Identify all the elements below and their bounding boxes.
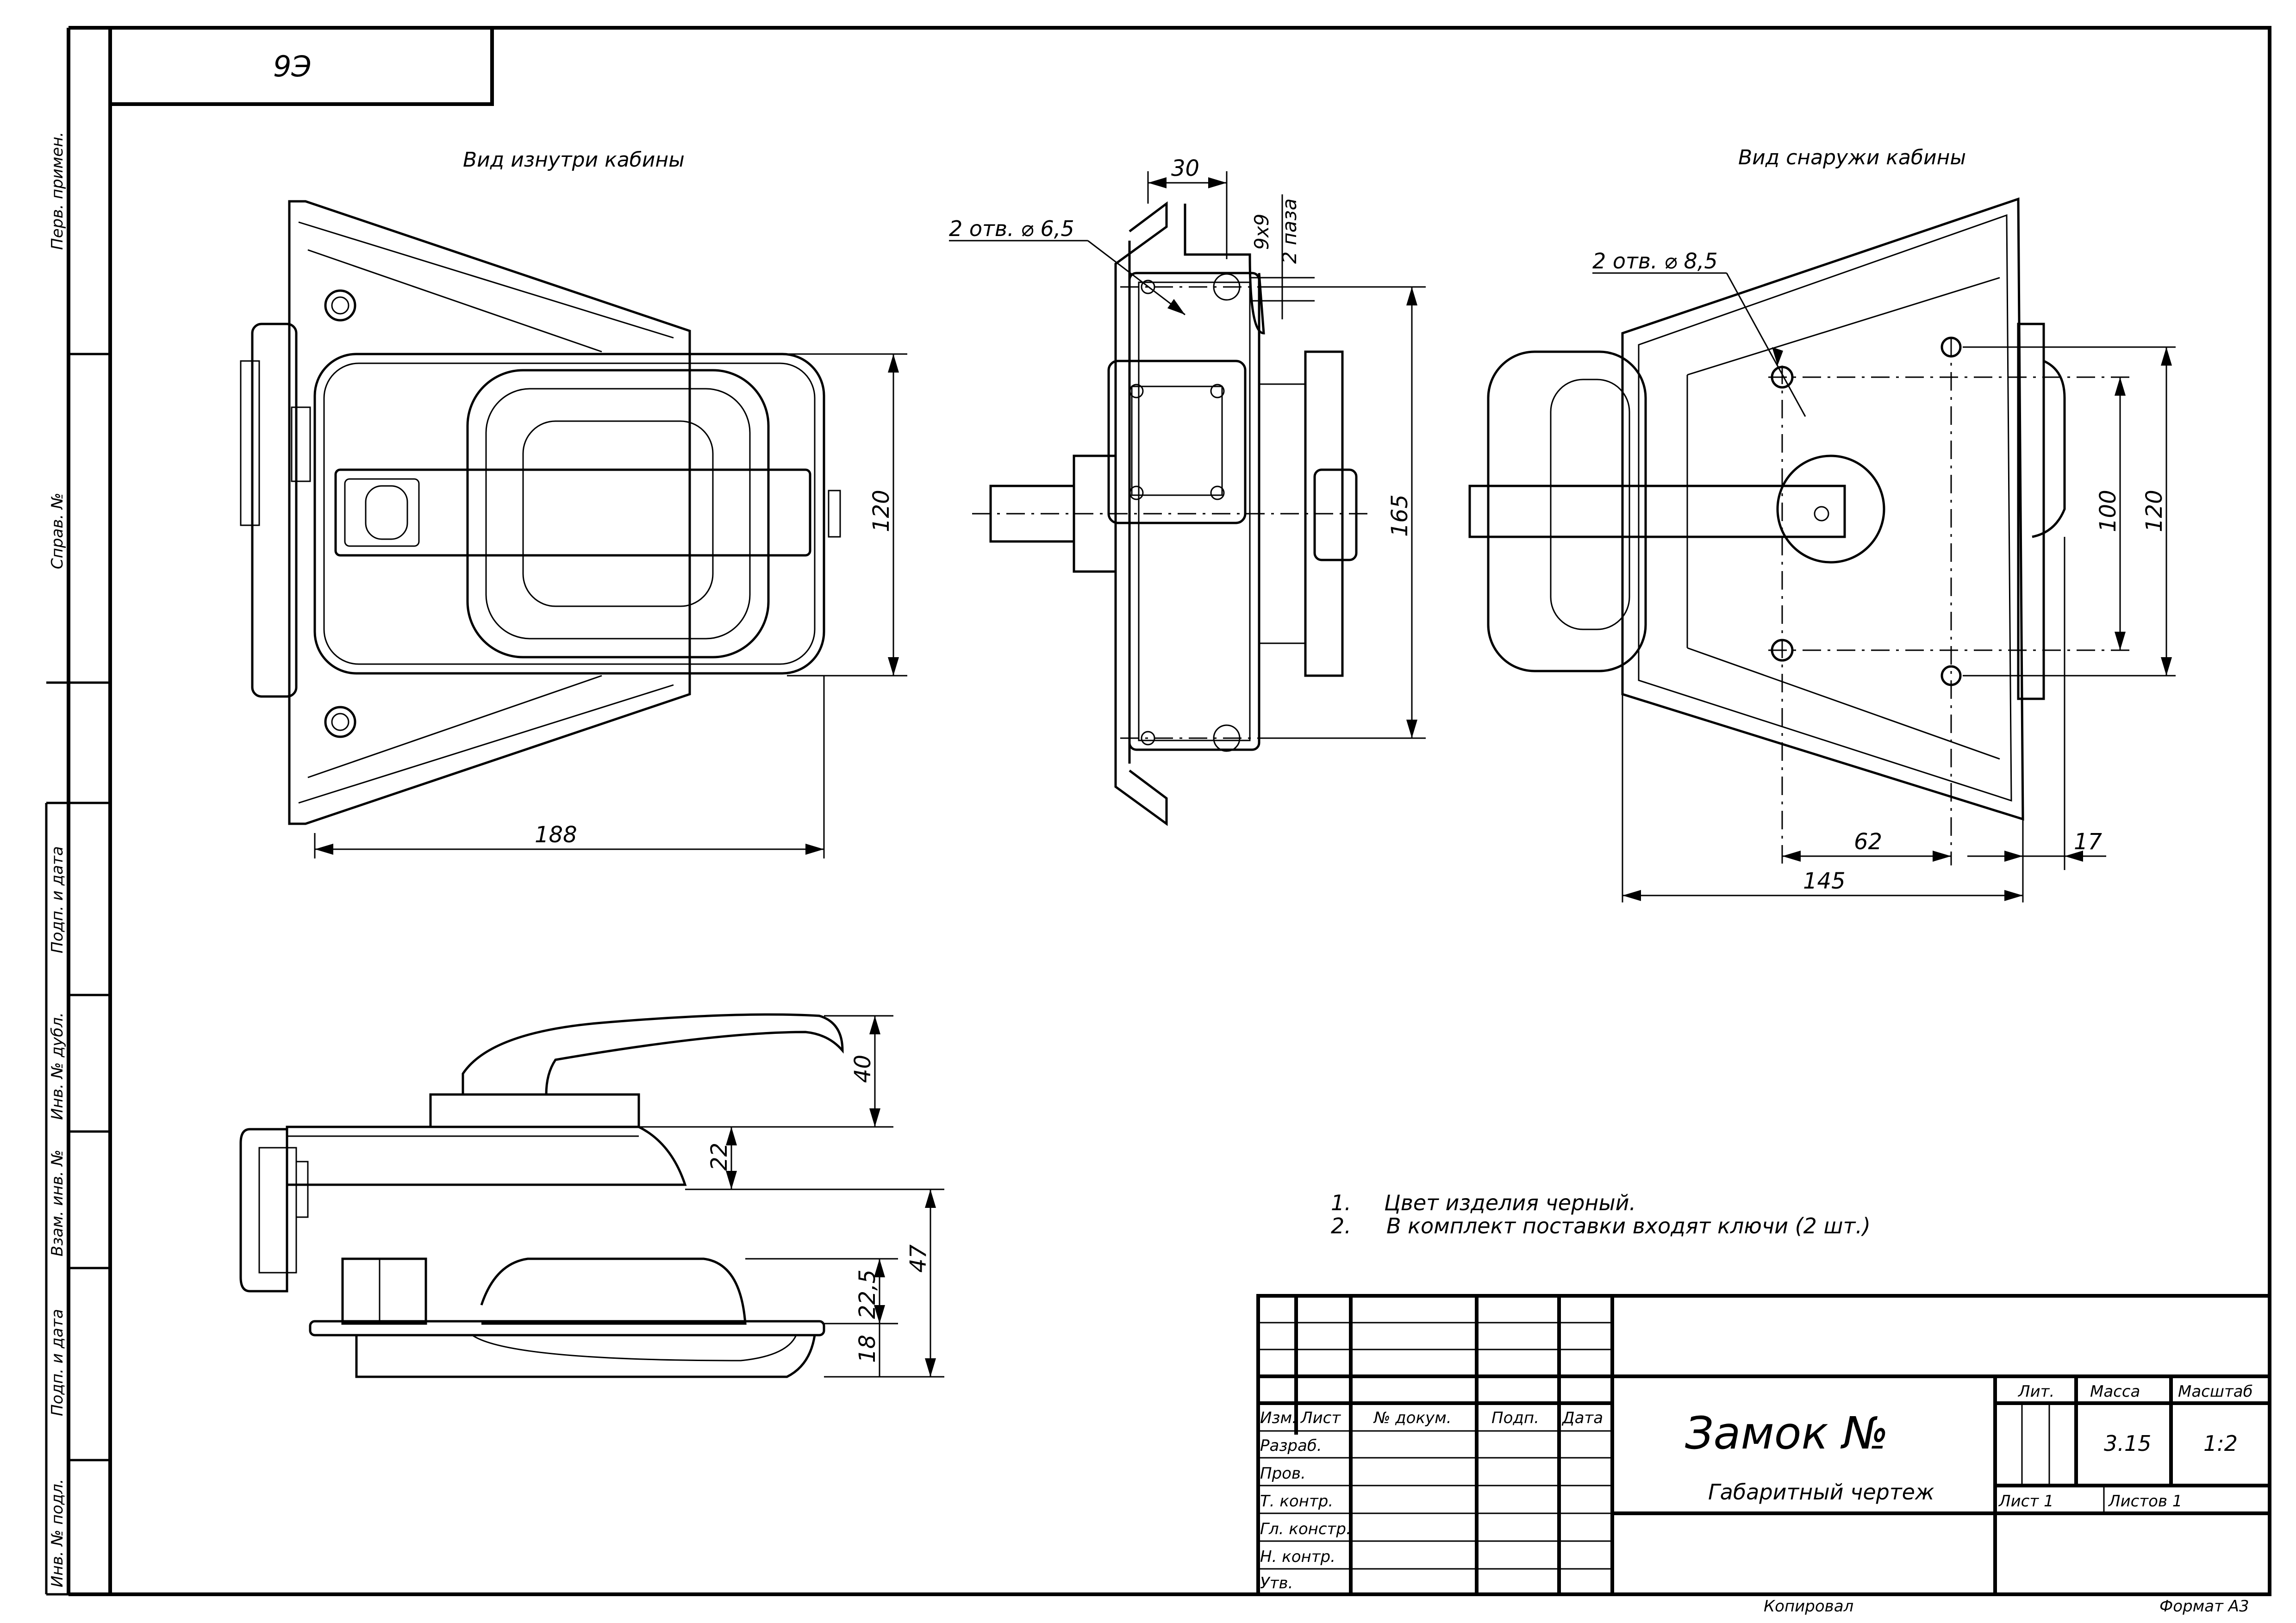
- dim-side-30: 30: [1171, 155, 1199, 181]
- note-1-num: 1.: [1331, 1190, 1351, 1215]
- tb-masshtab: 1:2: [2203, 1431, 2238, 1456]
- dim-outside-62: 62: [1854, 829, 1882, 855]
- tb-role-glkonstr: Гл. констр.: [1260, 1520, 1351, 1538]
- dim-profile-40: 40: [850, 1055, 876, 1083]
- tb-copied: Копировал: [1764, 1597, 1853, 1616]
- view-inside: Вид изнутри кабины 120 188: [240, 148, 907, 858]
- side-label-inv-dubl: Инв. № дубл.: [48, 1012, 67, 1120]
- dim-inside-188: 188: [535, 822, 577, 848]
- title-block: Изм. Лист № докум. Подп. Дата Разраб. Пр…: [1256, 1294, 2271, 1616]
- dim-profile-22: 22: [706, 1143, 732, 1171]
- dim-outside-100: 100: [2095, 490, 2121, 532]
- tb-role-utv: Утв.: [1260, 1574, 1293, 1592]
- tb-hdr-podp: Подп.: [1491, 1409, 1539, 1427]
- tb-role-razrab: Разраб.: [1260, 1436, 1322, 1455]
- note-2-text: В комплект поставки входят ключи (2 шт.): [1386, 1213, 1871, 1238]
- outside-hole-note: 2 отв. ⌀ 8,5: [1592, 249, 1718, 274]
- side-label-podp-data-2: Подп. и дата: [48, 1309, 67, 1416]
- dim-outside-17: 17: [2074, 829, 2103, 855]
- side-label-podp-data-1: Подп. и дата: [48, 846, 67, 953]
- tb-role-nkontr: Н. контр.: [1260, 1548, 1335, 1566]
- note-2-num: 2.: [1331, 1213, 1351, 1238]
- tb-format: Формат А3: [2159, 1597, 2249, 1616]
- view-inside-title: Вид изнутри кабины: [463, 148, 685, 172]
- view-profile: 40 22 47 22,5 18: [239, 1013, 944, 1378]
- dim-side-165: 165: [1387, 494, 1413, 537]
- side-label-inv-podl: Инв. № подл.: [48, 1479, 67, 1587]
- code-box: [108, 26, 494, 106]
- tb-hdr-doc: № докум.: [1373, 1409, 1452, 1427]
- view-outside: Вид снаружи кабины 2 отв. ⌀ 8,5: [1468, 146, 2176, 902]
- tb-massa: 3.15: [2104, 1431, 2151, 1456]
- code-box-text: 9Э: [273, 50, 312, 83]
- notes: 1. Цвет изделия черный. 2. В комплект по…: [1331, 1190, 1871, 1238]
- sheet-border: [108, 26, 2271, 1596]
- dim-profile-18: 18: [855, 1335, 880, 1363]
- dim-profile-22-5: 22,5: [855, 1269, 880, 1319]
- tb-role-tkontr: Т. контр.: [1260, 1492, 1333, 1511]
- side-slot-note-2: 2 паза: [1278, 199, 1301, 264]
- note-1-text: Цвет изделия черный.: [1384, 1190, 1636, 1215]
- tb-sheets: Листов 1: [2108, 1492, 2182, 1511]
- tb-lit-label: Лит.: [2017, 1382, 2054, 1401]
- tb-sheet: Лист 1: [1998, 1492, 2054, 1511]
- tb-name: Замок №: [1685, 1407, 1889, 1459]
- side-hole-note: 2 отв. ⌀ 6,5: [949, 216, 1074, 241]
- view-side: 30 2 отв. ⌀ 6,5 9х9 2 паза 165: [949, 155, 1426, 826]
- side-label-sprav: Справ. №: [48, 493, 67, 569]
- tb-hdr-izm: Изм.: [1260, 1409, 1297, 1427]
- side-slot-note: 9х9: [1250, 214, 1273, 250]
- dim-inside-120: 120: [868, 490, 894, 532]
- tb-hdr-data: Дата: [1561, 1409, 1603, 1427]
- side-label-vzam-inv: Взам. инв. №: [48, 1150, 67, 1256]
- tb-massa-label: Масса: [2090, 1382, 2140, 1401]
- tb-masshtab-label: Масштаб: [2178, 1382, 2253, 1401]
- dim-profile-47: 47: [905, 1244, 931, 1273]
- tb-role-prov: Пров.: [1260, 1464, 1306, 1483]
- view-outside-title: Вид снаружи кабины: [1738, 146, 1966, 169]
- side-label-perv-primen: Перв. примен.: [48, 132, 67, 250]
- tb-doc-type: Габаритный чертеж: [1708, 1480, 1934, 1505]
- tb-hdr-list: Лист: [1300, 1409, 1341, 1427]
- dim-outside-145: 145: [1803, 868, 1846, 894]
- dim-outside-120: 120: [2141, 490, 2167, 532]
